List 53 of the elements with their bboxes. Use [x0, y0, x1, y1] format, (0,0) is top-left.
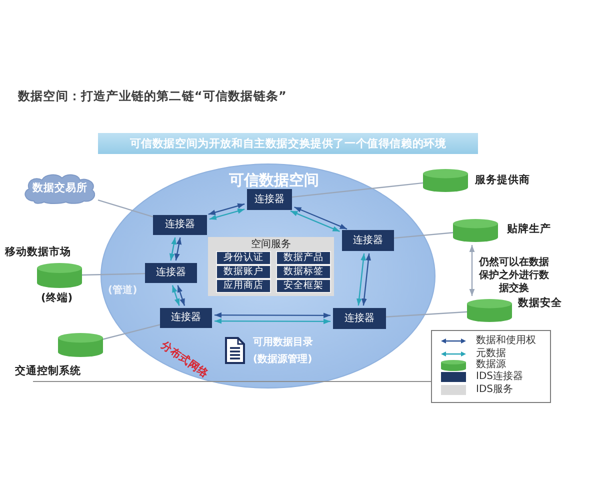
annotation-text: (数据源管理) [253, 353, 312, 366]
legend-label: 数据和使用权 [476, 334, 536, 348]
double-arrow [362, 253, 372, 306]
connector-line [292, 182, 424, 198]
annotation-text: 分布式网络 [158, 339, 212, 382]
double-arrow [169, 237, 176, 261]
service-box: 数据标签 [276, 265, 331, 279]
connector-line [102, 324, 160, 340]
annotation-text: (管道) [108, 284, 138, 297]
services-panel [208, 237, 334, 296]
double-arrow [469, 245, 475, 296]
node-label: 交通控制系统 [15, 364, 82, 378]
connector-box: 连接器 [153, 215, 207, 235]
double-arrow [214, 318, 330, 324]
connector-line [386, 311, 468, 318]
legend-label: 数据源 [476, 358, 506, 370]
double-arrow [294, 206, 348, 230]
double-arrow [290, 210, 340, 232]
double-arrow [208, 203, 245, 215]
legend-label: 元数据 [476, 347, 506, 359]
banner: 可信数据空间为开放和自主数据交换提供了一个值得信赖的环境 [98, 133, 478, 154]
connector-box: 连接器 [160, 308, 212, 328]
node-label: (终端) [41, 291, 74, 305]
legend-label: IDS服务 [476, 383, 513, 397]
connector-box: 连接器 [145, 263, 197, 283]
title: 数据空间：打造产业链的第二链“可信数据链条” [18, 88, 287, 104]
annotation-text: 可用数据目录 [253, 336, 313, 349]
service-box: 数据产品 [276, 251, 331, 265]
service-box: 安全框架 [276, 279, 331, 293]
double-arrow [209, 208, 245, 220]
connector-line [82, 272, 146, 276]
service-box: 数据账户 [216, 265, 271, 279]
connector-line [394, 232, 454, 239]
service-box: 应用商店 [216, 279, 271, 293]
node-label: 服务提供商 [475, 173, 531, 187]
cloud-shape: 数据交易所 [22, 173, 98, 204]
double-arrow [174, 237, 182, 261]
service-box: 身份认证 [216, 251, 271, 265]
double-arrow [172, 285, 180, 306]
region-title: 可信数据空间 [228, 170, 320, 190]
legend-label: IDS连接器 [476, 370, 523, 384]
connector-box: 连接器 [342, 230, 394, 251]
double-arrow [214, 312, 330, 318]
edge-label: 仍然可以在数据保护之外进行数据交换 [477, 256, 551, 295]
node-label: 移动数据市场 [5, 245, 72, 259]
node-label: 贴牌生产 [507, 222, 552, 236]
double-arrow [356, 253, 366, 306]
node-label: 数据安全 [518, 296, 563, 310]
connector-box: 连接器 [247, 189, 292, 210]
double-arrow [177, 285, 186, 306]
panel-title: 空间服务 [250, 238, 292, 251]
connector-line [98, 199, 154, 218]
connector-box: 连接器 [333, 308, 386, 329]
